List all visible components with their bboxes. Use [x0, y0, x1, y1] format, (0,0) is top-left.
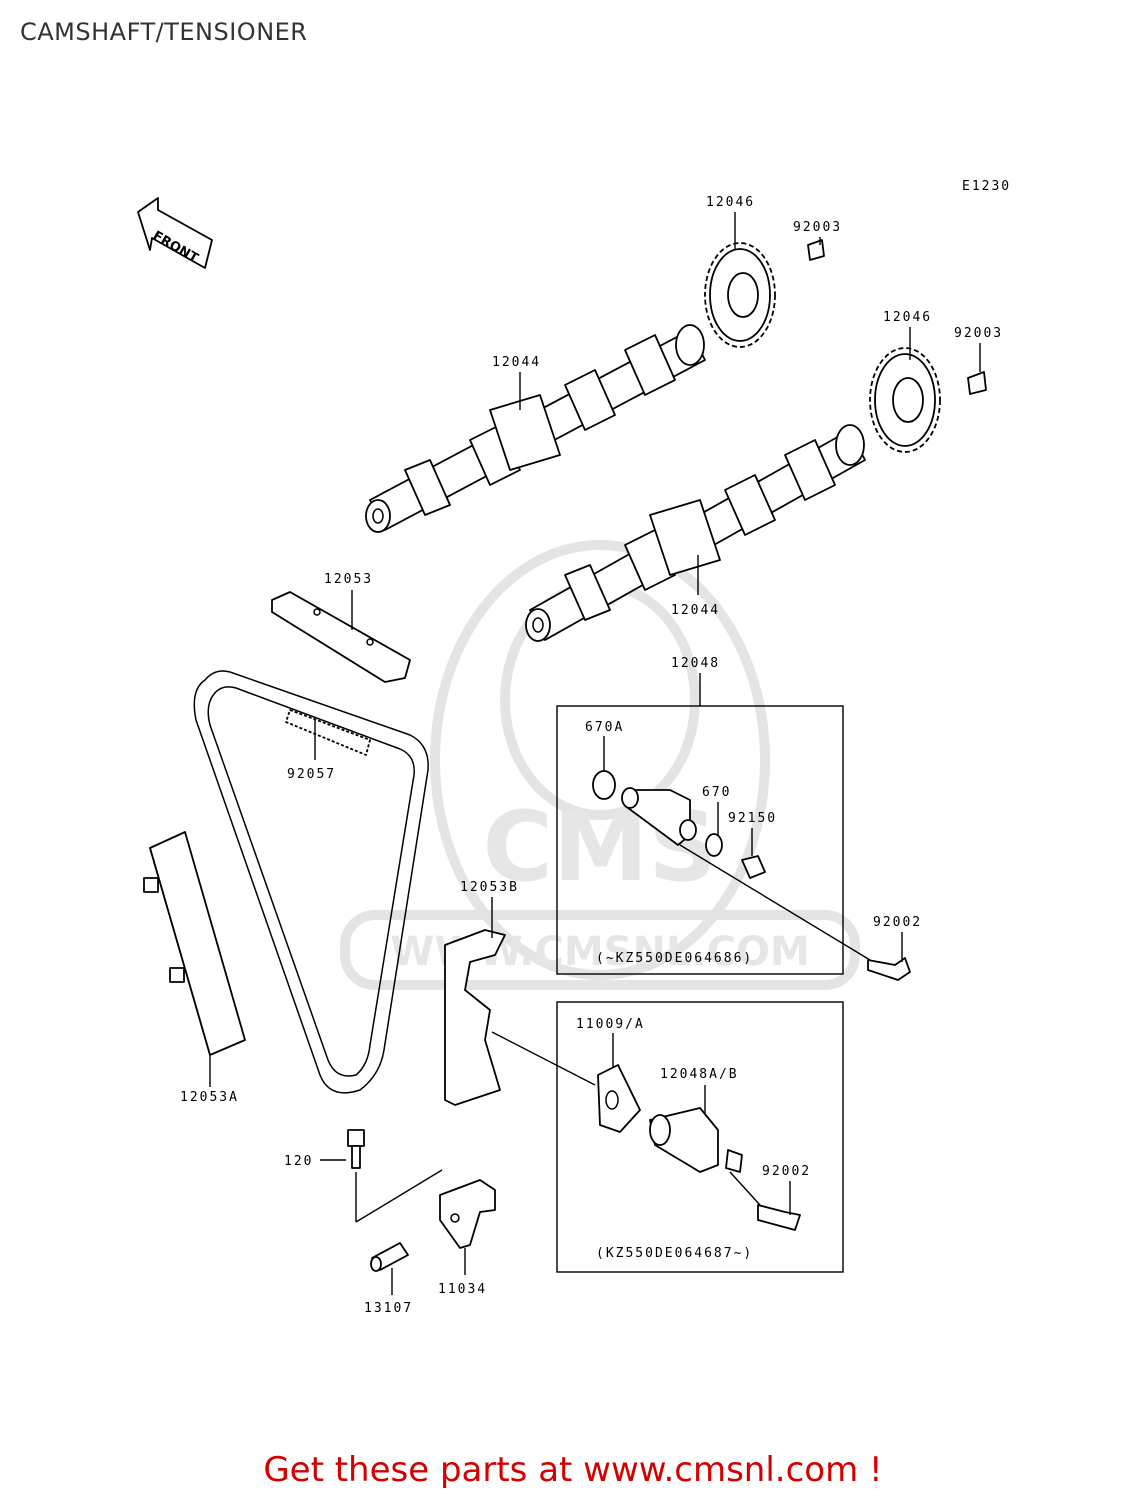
front-arrow-icon: FRONT [137, 197, 213, 269]
tensioner-box-late [556, 1001, 844, 1273]
cam-sprocket-lower [869, 347, 987, 453]
pin-icon [370, 1242, 409, 1272]
diagram-code: E1230 [962, 179, 1011, 194]
bolt-icon [867, 957, 911, 981]
camshaft-upper [365, 324, 706, 533]
callout-cam-chain: 92057 [287, 767, 336, 782]
callout-bolt-120: 120 [284, 1154, 313, 1169]
callout-bolt-92002-b: 92002 [762, 1164, 811, 1179]
box-note-late: (KZ550DE064687~) [596, 1246, 753, 1261]
tensioner-early [592, 770, 766, 879]
callout-bolt-92002-a: 92002 [873, 915, 922, 930]
tensioner-late [597, 1064, 743, 1173]
chain-guide-front [143, 831, 246, 1056]
chain-guide-upper [271, 591, 411, 683]
bolt-icon [347, 1129, 365, 1169]
callout-sprocket-bolt-lower: 92003 [954, 326, 1003, 341]
parts-diagram: CMS WWW.CMSNL.COM E1230 FRONT [137, 179, 1011, 1316]
page-title: CAMSHAFT/TENSIONER [20, 18, 308, 46]
footer-link[interactable]: Get these parts at www.cmsnl.com ! [263, 1450, 883, 1490]
camshaft-lower [525, 424, 866, 642]
callout-camshaft-upper: 12044 [492, 355, 541, 370]
callout-tensioner-assy: 12048 [671, 656, 720, 671]
callout-bracket: 11034 [438, 1282, 487, 1297]
chain-guide-rear [444, 929, 506, 1106]
callout-guide-upper: 12053 [324, 572, 373, 587]
callout-guide-rear: 12053B [460, 880, 519, 895]
callout-pin: 13107 [364, 1301, 413, 1316]
callout-tensioner-late: 12048A/B [660, 1067, 739, 1082]
bolt-icon [757, 1204, 801, 1231]
box-note-early: (~KZ550DE064686) [596, 951, 753, 966]
callout-sprocket-lower: 12046 [883, 310, 932, 325]
callout-sprocket-upper: 12046 [706, 195, 755, 210]
callout-gasket: 11009/A [576, 1017, 645, 1032]
cam-chain [193, 670, 429, 1094]
callout-guide-front: 12053A [180, 1090, 239, 1105]
tensioner-bracket [439, 1179, 496, 1249]
callout-oring-670: 670 [702, 785, 731, 800]
leader-lines [209, 212, 981, 1295]
callout-oring-670a: 670A [585, 720, 624, 735]
callout-camshaft-lower: 12044 [671, 603, 720, 618]
callout-bolt-92150: 92150 [728, 811, 777, 826]
cam-sprocket-upper [704, 239, 825, 348]
callout-sprocket-bolt-upper: 92003 [793, 220, 842, 235]
